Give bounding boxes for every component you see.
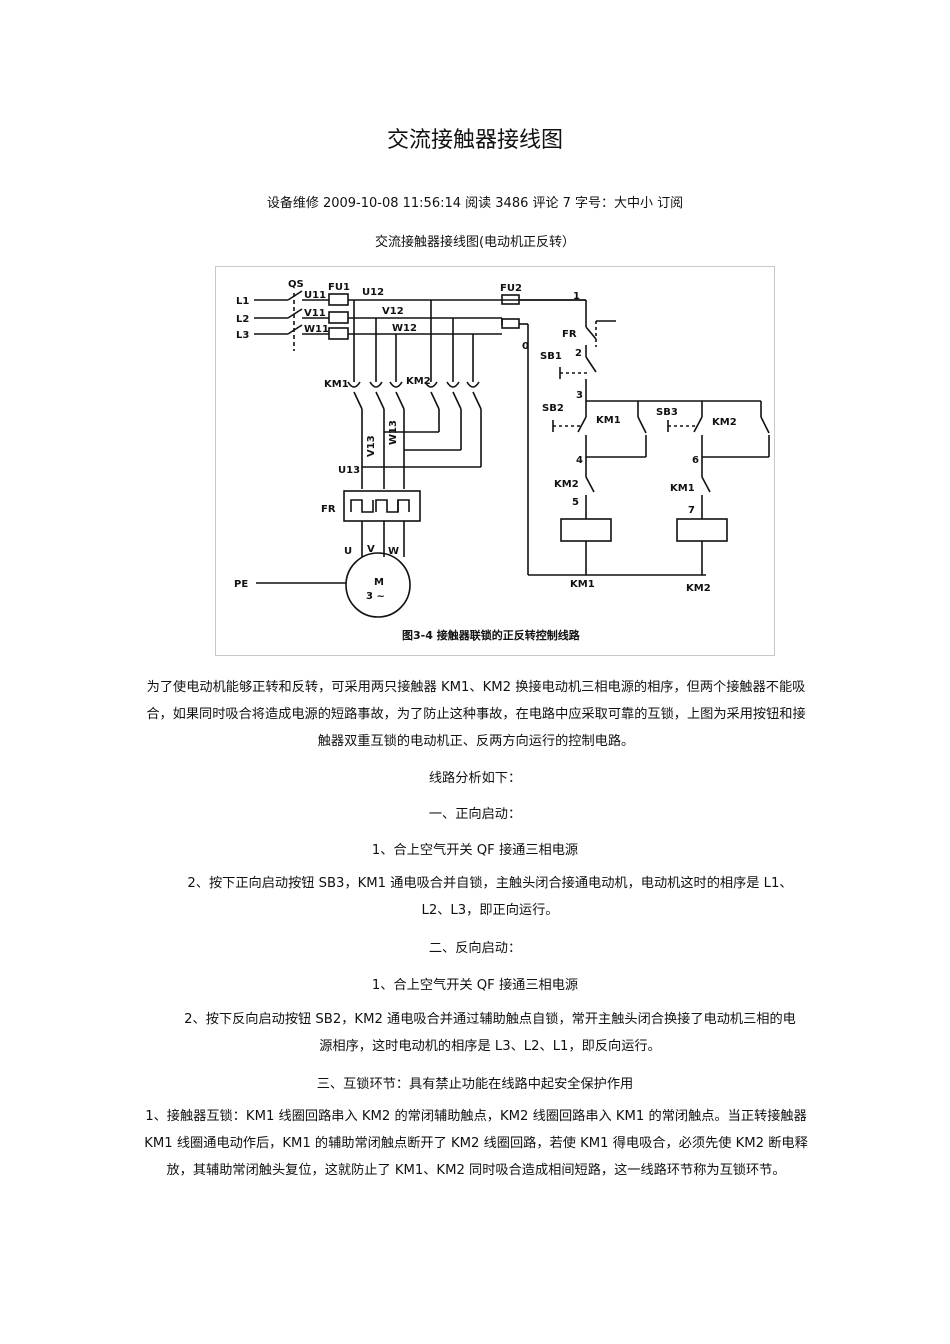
circuit-diagram: QS FU1 FU2 L1 L2 L3 U11 V11 W11 U12 V12 …: [215, 266, 775, 656]
label-motor: M: [374, 577, 384, 588]
figure-caption: 图3-4 接触器联锁的正反转控制线路: [402, 628, 581, 642]
analysis-heading: 线路分析如下：: [428, 771, 522, 786]
label-km2-main: KM2: [406, 376, 431, 387]
label-w: W: [388, 546, 399, 557]
label-km2-interlock: KM2: [554, 479, 579, 490]
label-u11: U11: [304, 290, 326, 301]
label-l2: L2: [236, 314, 249, 325]
reverse-step-1: 1、合上空气开关 QF 接通三相电源: [371, 978, 579, 993]
label-v13: V13: [366, 435, 377, 457]
label-l3: L3: [236, 330, 249, 341]
label-fr-control: FR: [562, 329, 577, 340]
label-km2-coil: KM2: [686, 583, 711, 594]
label-km1-aux: KM1: [596, 415, 621, 426]
label-u13: U13: [338, 465, 360, 476]
section-reverse-heading: 二、反向启动：: [428, 941, 522, 956]
label-u12: U12: [362, 287, 384, 298]
figure-subtitle: 交流接触器接线图(电动机正反转）: [374, 235, 576, 250]
label-node-5: 5: [572, 497, 579, 508]
label-w13: W13: [388, 420, 399, 445]
section-forward-heading: 一、正向启动：: [428, 807, 522, 822]
label-v: V: [367, 544, 375, 555]
label-node-3: 3: [576, 390, 583, 401]
label-km1-interlock: KM1: [670, 483, 695, 494]
forward-step-1: 1、合上空气开关 QF 接通三相电源: [371, 843, 579, 858]
forward-step-2: 2、按下正向启动按钮 SB3，KM1 通电吸合并自锁，主触头闭合接通电动机，电动…: [187, 876, 793, 918]
label-fr-main: FR: [321, 504, 336, 515]
section-interlock-heading: 三、互锁环节：具有禁止功能在线路中起安全保护作用: [316, 1077, 634, 1092]
label-km1-coil: KM1: [570, 579, 595, 590]
label-pe: PE: [234, 579, 248, 590]
label-node-1: 1: [573, 291, 580, 302]
label-w12: W12: [392, 323, 417, 334]
label-node-2: 2: [575, 348, 582, 359]
interlock-paragraph: 1、接触器互锁：KM1 线圈回路串入 KM2 的常闭辅助触点，KM2 线圈回路串…: [144, 1109, 808, 1178]
label-v12: V12: [382, 306, 404, 317]
label-node-4: 4: [576, 455, 583, 466]
label-sb3: SB3: [656, 407, 678, 418]
label-v11: V11: [304, 308, 326, 319]
label-fu2: FU2: [500, 283, 522, 294]
label-l1: L1: [236, 296, 249, 307]
label-motor-phase: 3 ~: [366, 591, 385, 602]
circuit-diagram-svg: QS FU1 FU2 L1 L2 L3 U11 V11 W11 U12 V12 …: [234, 279, 770, 642]
label-u: U: [344, 546, 352, 557]
label-sb1: SB1: [540, 351, 562, 362]
label-node-7: 7: [688, 505, 695, 516]
label-qs: QS: [288, 279, 304, 290]
intro-paragraph: 为了使电动机能够正转和反转，可采用两只接触器 KM1、KM2 换接电动机三相电源…: [146, 680, 806, 749]
label-w11: W11: [304, 324, 329, 335]
label-sb2: SB2: [542, 403, 564, 414]
label-km2-aux: KM2: [712, 417, 737, 428]
page-title: 交流接触器接线图: [386, 128, 563, 153]
reverse-step-2: 2、按下反向启动按钮 SB2，KM2 通电吸合并通过辅助触点自锁，常开主触头闭合…: [184, 1012, 796, 1054]
label-km1-main: KM1: [324, 379, 349, 390]
article-meta: 设备维修 2009-10-08 11:56:14 阅读 3486 评论 7 字号…: [266, 196, 684, 211]
label-fu1: FU1: [328, 282, 350, 293]
label-node-6: 6: [692, 455, 699, 466]
label-node-0: 0: [522, 341, 529, 352]
